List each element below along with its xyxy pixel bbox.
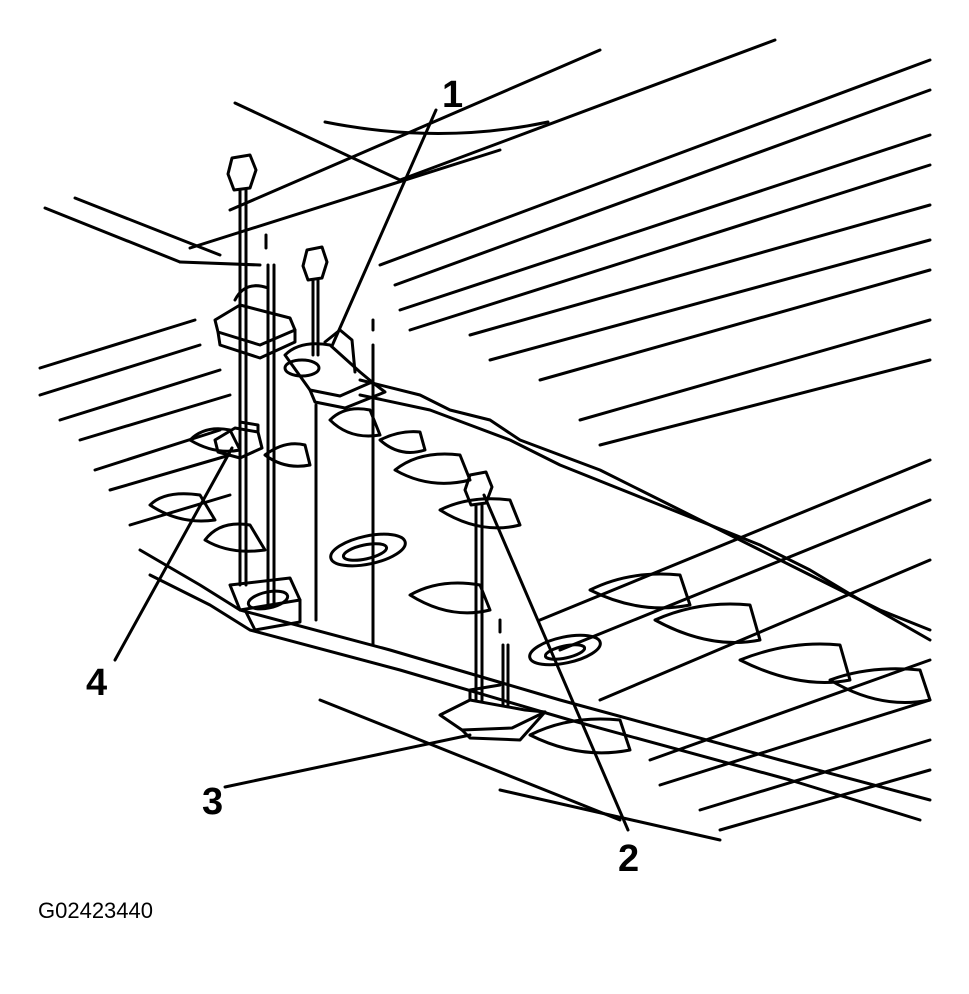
callout-label-3: 3: [202, 781, 224, 823]
bolt-left: [226, 153, 276, 607]
callout-label-4: 4: [86, 662, 108, 704]
bolt-center: [301, 245, 375, 647]
bracket-left: [213, 284, 297, 360]
floor-slots: [246, 532, 602, 667]
figure-id: G02423440: [38, 898, 153, 923]
callout-label-2: 2: [618, 838, 640, 880]
floor-panel: [38, 38, 932, 842]
bracket-lower: [438, 683, 547, 742]
callout-label-1: 1: [442, 74, 464, 116]
floor-mount-pads: [228, 576, 302, 632]
clip-nut: [213, 420, 264, 460]
floor-pads: [148, 407, 932, 755]
leader-lines: [113, 108, 630, 832]
bolt-lower: [463, 470, 510, 707]
